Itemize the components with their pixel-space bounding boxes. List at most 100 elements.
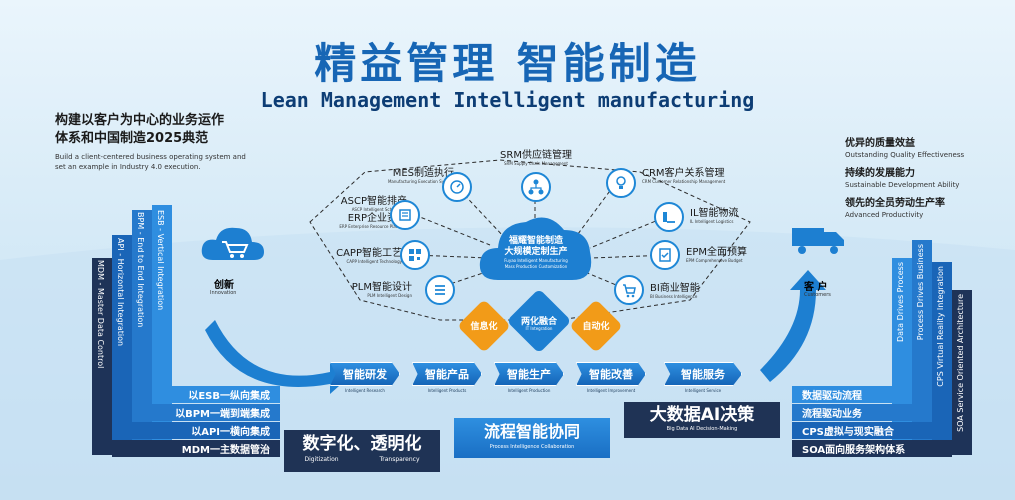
innovation-node [198, 218, 268, 272]
pillar-data-text: Data Drives Process [896, 262, 905, 343]
crm-label: CRM客户关系管理 [642, 168, 725, 179]
truck-icon [792, 228, 844, 254]
step-production: 智能生产 [494, 362, 564, 386]
process-box: 流程智能协同 Process Intelligence Collaboratio… [454, 418, 610, 458]
pillar-cps-text: CPS Virtual Reality Integration [936, 266, 945, 387]
main-title: 精益管理 智能制造 [314, 39, 701, 88]
benefit-1-en: Sustainable Development Ability [845, 181, 960, 189]
process-sub: Process Intelligence Collaboration [489, 444, 575, 450]
intro-block: 构建以客户为中心的业务运作 体系和中国制造2025典范 Build a clie… [55, 112, 275, 172]
pillar-esb-text: ESB - Vertical Integration [156, 210, 165, 311]
qr-icon [400, 240, 430, 270]
pillar-process [912, 240, 932, 455]
crm-node: CRM客户关系管理 CRM Customer Relationship Mana… [642, 168, 752, 185]
benefit-0-en: Outstanding Quality Effectiveness [845, 151, 965, 159]
il-label: IL智能物流 [690, 208, 739, 219]
bi-label: BI商业智能 [650, 283, 700, 294]
ascp-node: ASCP智能排产 ASCP Intelligent Scheduling ERP… [315, 196, 407, 230]
bi-node: BI商业智能 BI Business Intelligence [650, 283, 750, 300]
intro-en-line1: Build a client-centered business operati… [55, 153, 246, 161]
ascp-label: ASCP智能排产 [340, 196, 407, 207]
intro-line2: 体系和中国制造2025典范 [55, 131, 209, 146]
step-research: 智能研发 [330, 362, 400, 386]
digitization-box: 数字化、透明化 Digitization Transparency [284, 430, 440, 472]
pillar-mdm-text: MDM - Master Data Control [96, 260, 105, 369]
customers-label-en: Customers [804, 292, 831, 298]
info-badge-text: 信息化 [470, 322, 498, 332]
bigdata-sub: Big Data AI Decision-Making [666, 426, 738, 432]
ascp-label-en: ASCP Intelligent Scheduling [351, 207, 407, 212]
right-bar-data: 数据驱动流程 [792, 386, 892, 403]
center-cloud [479, 217, 592, 280]
left-bar-esb: 以ESB一纵向集成 [172, 386, 280, 403]
srm-node: SRM供应链管理 SRM Supply Chain Management [500, 150, 572, 167]
epm-label: EPM全面预算 [686, 247, 747, 258]
process-title: 流程智能协同 [483, 422, 580, 441]
step-research-en: Intelligent Research [345, 388, 385, 393]
erp-label: ERP企业资源 [347, 213, 407, 224]
benefit-0: 优异的质量效益 [845, 138, 915, 149]
step-improvement-en: Intelligent Improvement [586, 388, 636, 393]
il-node: IL智能物流 IL Intelligent Logistics [690, 208, 790, 225]
pillar-soa-text: SOA Service Oriented Architecture [956, 294, 965, 432]
intro-en-line2: set an example in Industry 4.0 execution… [55, 163, 201, 171]
center-cn1: 福耀智能制造 [508, 236, 563, 246]
hexagon-frame [309, 159, 751, 321]
benefit-2-en: Advanced Productivity [845, 211, 924, 219]
digitization-title: 数字化、透明化 [302, 434, 422, 454]
mes-node: MES制造执行 Manufacturing Execution System [362, 168, 454, 185]
innovation-label-en: Innovation [210, 290, 237, 296]
il-label-en: IL Intelligent Logistics [690, 219, 734, 224]
capp-label: CAPP智能工艺 [336, 248, 402, 259]
center-en1: Fuyao Intelligent Manufacturing [504, 258, 568, 263]
center-text: 福耀智能制造 大规模定制生产 Fuyao Intelligent Manufac… [484, 236, 588, 270]
pillar-cps [932, 262, 952, 455]
capp-node: CAPP智能工艺 CAPP Intelligent Technology [310, 248, 402, 265]
right-bar-soa: SOA面向服务架构体系 [792, 440, 952, 457]
bi-label-en: BI Business Intelligence [650, 294, 698, 299]
left-bar-bpm: 以BPM一端到端集成 [152, 404, 280, 421]
customers-label: 客 户 [804, 282, 828, 293]
pillar-mdm [92, 258, 112, 455]
plm-node: PLM智能设计 PLM Intelligent Design [320, 282, 412, 299]
benefit-2: 领先的全员劳动生产率 [845, 198, 945, 209]
innovation-label: 创新 [214, 280, 234, 291]
left-bar-api: 以API一横向集成 [132, 422, 280, 439]
auto-badge-text: 自动化 [582, 322, 610, 332]
main-title-en: Lean Management Intelligent manufacturin… [260, 88, 755, 112]
supply-chain-icon [521, 172, 551, 202]
center-cn2: 大规模定制生产 [504, 247, 568, 257]
pillar-soa [952, 290, 972, 455]
plm-label-en: PLM Intelligent Design [367, 293, 412, 298]
bigdata-box: 大数据AI决策 Big Data AI Decision-Making [624, 402, 780, 438]
intro-line1: 构建以客户为中心的业务运作 [55, 113, 225, 128]
digitization-sub: Digitization Transparency [284, 456, 440, 463]
epm-label-en: EPM Comprehensive Budget [686, 258, 743, 263]
capp-label-en: CAPP Intelligent Technology [346, 259, 402, 264]
step-service: 智能服务 [664, 362, 742, 386]
srm-label: SRM供应链管理 [500, 150, 572, 161]
pillar-bpm [132, 210, 152, 455]
epm-node: EPM全面预算 EPM Comprehensive Budget [686, 247, 786, 264]
gauge-icon [442, 172, 472, 202]
pillar-esb [152, 205, 172, 455]
tools-icon [390, 200, 420, 230]
logistics-icon [654, 202, 684, 232]
right-swoosh-arrow [760, 270, 826, 382]
srm-label-en: SRM Supply Chain Management [504, 161, 568, 166]
erp-label-en: ERP Enterprise Resource Planning [339, 224, 407, 229]
step-service-en: Intelligent Service [684, 388, 722, 393]
left-bar-mdm: MDM一主数据管治 [112, 440, 280, 457]
cart-icon [614, 275, 644, 305]
right-bar-cps: CPS虚拟与现实融合 [792, 422, 932, 439]
checklist-icon [650, 240, 680, 270]
plm-label: PLM智能设计 [351, 282, 412, 293]
transparency-en: Transparency [379, 456, 420, 463]
mes-label: MES制造执行 [392, 168, 454, 179]
step-improvement: 智能改善 [576, 362, 646, 386]
list-icon [425, 275, 455, 305]
step-production-en: Intelligent Production [507, 388, 551, 393]
pillar-api-text: API - Horizontal Integration [116, 238, 125, 347]
fusion-badge-text: 两化融合 [520, 317, 557, 327]
